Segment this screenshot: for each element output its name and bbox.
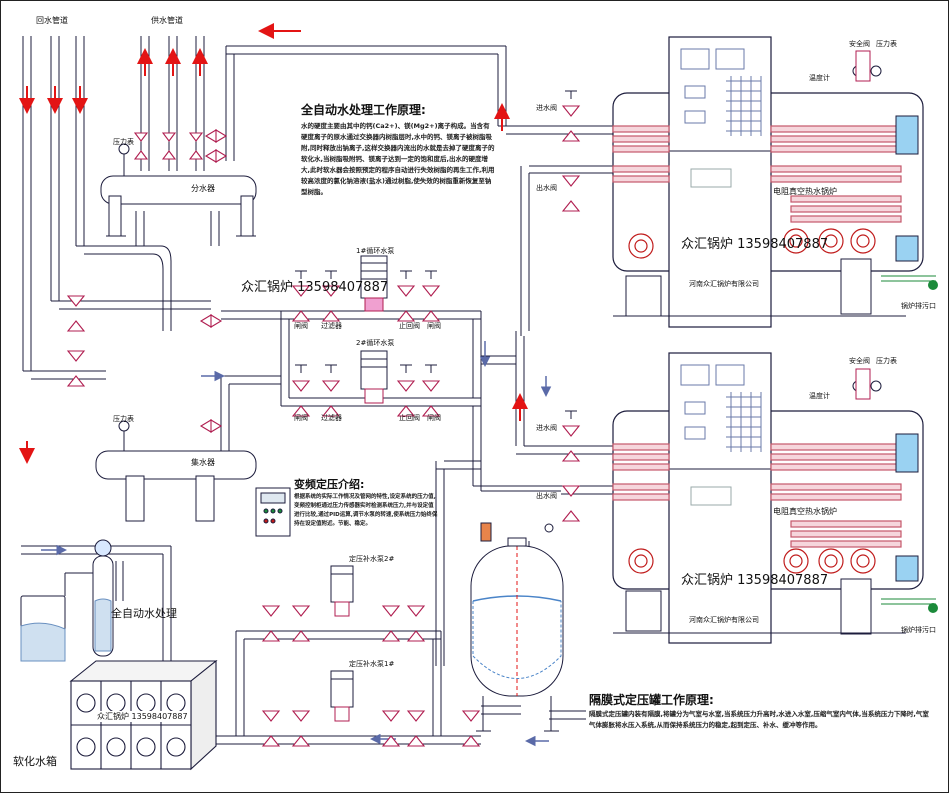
discharge-label-2: 锅炉排污口 — [901, 626, 936, 634]
valves — [66, 105, 581, 747]
temp-gauge-label-2: 温度计 — [809, 392, 830, 400]
filter-label-1: 过滤器 — [321, 322, 342, 330]
pump-1-title: 1#循环水泵 — [356, 247, 395, 255]
soft-tank-label: 软化水箱 — [13, 755, 57, 768]
relief-valve-label-1: 安全阀 — [849, 40, 870, 48]
gate-valve-label-3: 闸阀 — [294, 414, 308, 422]
tank-phone-label: 众汇锅炉 13598407887 — [97, 711, 188, 722]
expansion-text: 根据系统的实际工作情况及管网的特性,设定系统的压力值,变频控制柜通过压力传感器实… — [294, 494, 438, 527]
make-up-pump-2-label: 定压补水泵2# — [349, 555, 395, 563]
make-up-pump-1 — [330, 670, 354, 722]
water-inlet-label-1: 进水阀 — [536, 104, 557, 112]
filter-label-2: 过滤器 — [321, 414, 342, 422]
water-treatment-text: 水的硬度主要由其中的钙(Ca2+)、镁(Mg2+)离子构成。当含有硬度离子的原水… — [301, 122, 495, 196]
temp-gauge-label-1: 温度计 — [809, 74, 830, 82]
boiler-phone-2: 众汇锅炉 13598407887 — [681, 573, 829, 588]
pressure-tank-title: 隔膜式定压罐工作原理: — [589, 693, 714, 707]
discharge-label-1: 锅炉排污口 — [901, 302, 936, 310]
gauge-label-boiler-2: 压力表 — [876, 357, 897, 365]
company-label-1: 河南众汇锅炉有限公司 — [689, 280, 759, 288]
water-treatment-title: 全自动水处理工作原理: — [301, 103, 426, 117]
brand-phone-1: 众汇锅炉 13598407887 — [241, 280, 389, 295]
check-valve-label-2: 止回阀 — [399, 414, 420, 422]
gauge-label-boiler-1: 压力表 — [876, 40, 897, 48]
check-valve-label-1: 止回阀 — [399, 322, 420, 330]
water-inlet-label-2: 进水阀 — [536, 424, 557, 432]
boiler-upper — [612, 36, 938, 328]
boiler-name-2: 电阻真空热水锅炉 — [773, 507, 837, 516]
flow-arrows — [19, 23, 528, 464]
soft-water-tank — [69, 659, 218, 771]
pressure-tank-text: 隔膜式定压罐内装有隔膜,将罐分为气室与水室,当系统压力升高时,水进入水室,压缩气… — [589, 710, 929, 729]
water-collector-bottom — [95, 450, 257, 522]
water-softener — [20, 539, 114, 662]
gate-valve-label-1: 闸阀 — [294, 322, 308, 330]
boiler-lower — [612, 352, 938, 644]
relief-valve-label-2: 安全阀 — [849, 357, 870, 365]
circulation-pump-2 — [360, 350, 388, 404]
gate-valve-label-2: 闸阀 — [427, 322, 441, 330]
supply-pipe-label: 供水管道 — [151, 16, 183, 25]
gauge-label-top: 压力表 — [113, 138, 134, 146]
gate-valve-label-4: 闸阀 — [427, 414, 441, 422]
boiler-name-1: 电阻真空热水锅炉 — [773, 187, 837, 196]
make-up-pump-1-label: 定压补水泵1# — [349, 660, 395, 668]
circulation-pump-1 — [360, 255, 388, 312]
expansion-title: 变频定压介绍: — [294, 478, 365, 491]
auto-treatment-label: 全自动水处理 — [111, 607, 177, 620]
water-collector-label: 分水器 — [191, 184, 215, 193]
gauge-label-bottom: 压力表 — [113, 415, 134, 423]
pump-2-title: 2#循环水泵 — [356, 339, 395, 347]
return-pipe-label: 回水管道 — [36, 16, 68, 25]
water-outlet-label-2: 出水阀 — [536, 492, 557, 500]
water-distributor-label: 集水器 — [191, 458, 215, 467]
company-label-2: 河南众汇锅炉有限公司 — [689, 616, 759, 624]
water-collector-top — [100, 175, 257, 237]
pressure-tank — [470, 522, 564, 732]
water-outlet-label-1: 出水阀 — [536, 184, 557, 192]
make-up-pump-2 — [330, 565, 354, 617]
frequency-control-cabinet — [255, 487, 291, 537]
boiler-phone-1: 众汇锅炉 13598407887 — [681, 237, 829, 252]
